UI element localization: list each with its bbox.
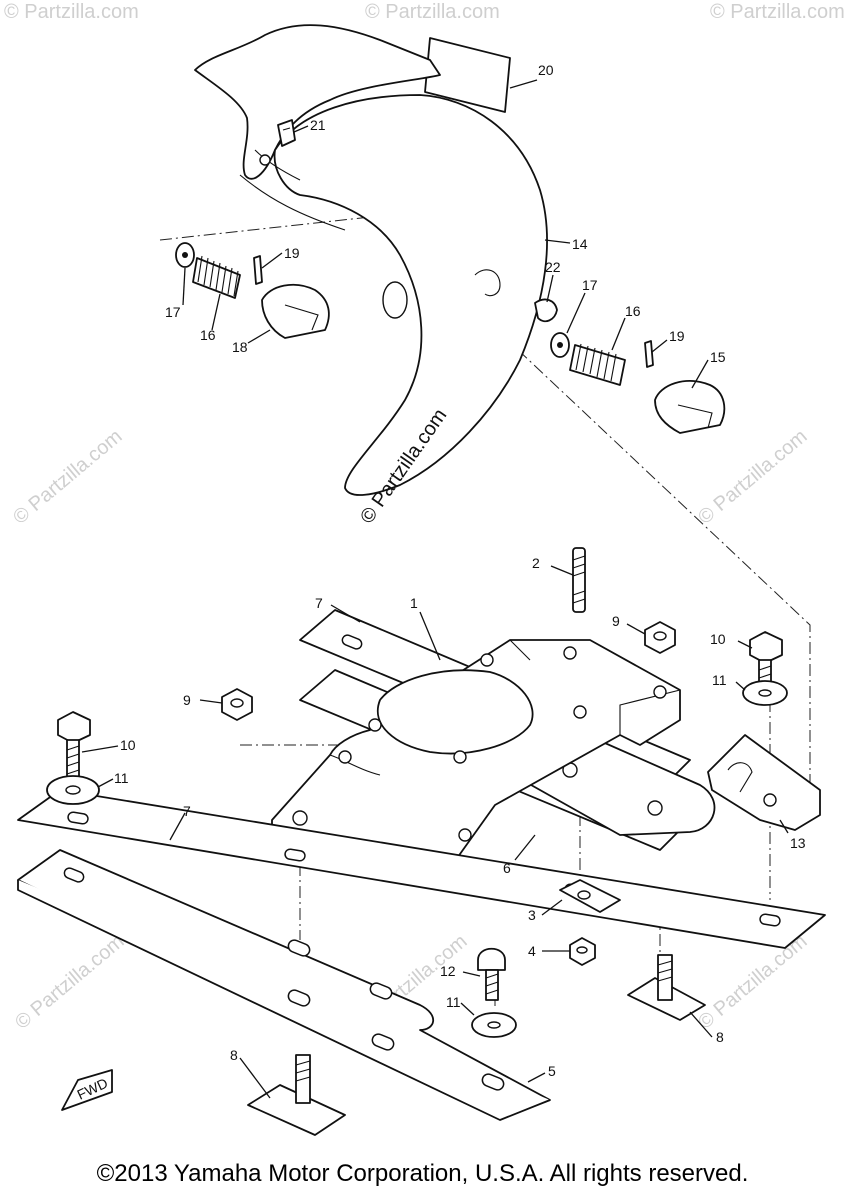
callout-19-left: 19 [284,245,300,261]
callout-9-right: 9 [612,613,620,629]
copyright-footer: ©2013 Yamaha Motor Corporation, U.S.A. A… [96,1160,749,1187]
callout-3: 3 [528,907,536,923]
tbolt-8-left [247,1054,346,1136]
watermark: © Partzilla.com [9,425,126,528]
pin-19-left [253,255,263,285]
callout-17-left: 17 [165,304,181,320]
watermark: © Partzilla.com [11,930,128,1033]
callout-14: 14 [572,236,588,252]
callout-5: 5 [548,1063,556,1079]
callout-11-right: 11 [712,672,727,688]
watermark: © Partzilla.com [4,1,139,23]
watermark: © Partzilla.com [710,1,845,23]
callout-21: 21 [310,117,326,133]
callout-16-left: 16 [200,327,216,343]
watermark: © Partzilla.com [365,1,500,23]
callout-22: 22 [545,259,561,275]
pin-19-right [644,340,654,368]
washer-17-right [550,332,570,358]
washer-11-left [46,775,100,805]
clip-22 [534,298,558,323]
parts-diagram: © Partzilla.com © Partzilla.com © Partzi… [4,1,845,1136]
callout-labels: 20 21 14 19 17 16 18 22 17 16 19 15 2 7 … [114,62,806,1079]
leader-lines [81,79,789,1099]
watermark: © Partzilla.com [694,425,811,528]
hood-14 [194,24,548,496]
tbolt-8-right [627,954,706,1021]
callout-1: 1 [410,595,418,611]
callout-8-right: 8 [716,1029,724,1045]
callout-10-right: 10 [710,631,726,647]
callout-11-left: 11 [114,770,129,786]
clip-21 [277,119,296,147]
plate-5 [17,849,551,1121]
callout-17-right: 17 [582,277,598,293]
callout-15: 15 [710,349,726,365]
callout-20: 20 [538,62,554,78]
callout-18: 18 [232,339,248,355]
callout-7-lower: 7 [183,803,191,819]
washer-11-right [742,680,788,706]
clip-3 [559,879,621,913]
nut-9-left [221,688,253,721]
callout-8-left: 8 [230,1047,238,1063]
callout-12: 12 [440,963,456,979]
fwd-arrow-icon: FWD [61,1069,113,1111]
callout-6: 6 [503,860,511,876]
knob-15 [654,380,726,434]
callout-16-right: 16 [625,303,641,319]
stud-2 [572,547,586,613]
bolt-10-left [57,711,91,781]
callout-10-left: 10 [120,737,136,753]
callout-13: 13 [790,835,806,851]
callout-11-bottom: 11 [446,994,461,1010]
callout-9-left: 9 [183,692,191,708]
nut-9-right [644,621,676,654]
knob-18 [261,283,330,339]
callout-2: 2 [532,555,540,571]
watermark: © Partzilla.com [694,930,811,1033]
nut-4 [569,937,596,966]
bolt-12 [477,947,506,1001]
washer-11-bottom [471,1012,517,1038]
callout-7-upper: 7 [315,595,323,611]
callout-19-right: 19 [669,328,685,344]
spring-16-left [192,255,241,299]
bolt-10-right [749,631,783,699]
callout-4: 4 [528,943,536,959]
spring-16-right [569,343,626,386]
washer-17-left [175,242,195,268]
bracket-1 [271,639,681,881]
bracket-13 [707,734,821,831]
